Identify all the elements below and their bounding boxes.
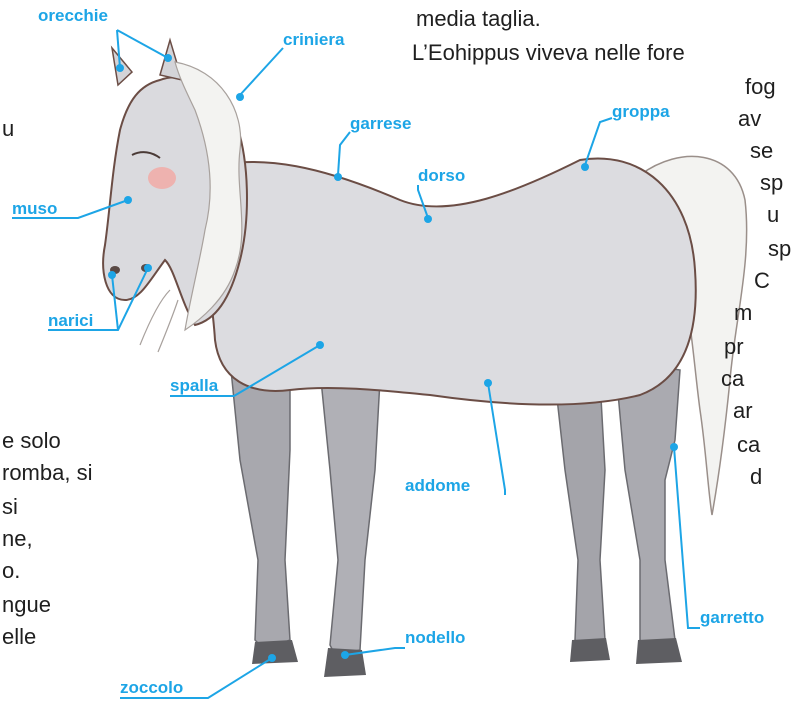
label-muso: muso xyxy=(12,199,57,219)
text-left-bottom-6: ngue xyxy=(2,592,51,618)
front-leg-near xyxy=(320,370,380,655)
text-left-bottom-7: elle xyxy=(2,624,36,650)
text-right-10: ca xyxy=(721,366,744,392)
label-garrese: garrese xyxy=(350,114,411,134)
text-right-2: av xyxy=(738,106,761,132)
text-right-4: sp xyxy=(760,170,783,196)
text-left-top: u xyxy=(2,116,14,142)
text-left-bottom-3: si xyxy=(2,494,18,520)
text-right-3: se xyxy=(750,138,773,164)
back-leg-near xyxy=(615,360,680,650)
text-line-top-2: L’Eohippus viveva nelle fore xyxy=(412,40,685,66)
label-criniera: criniera xyxy=(283,30,344,50)
label-spalla: spalla xyxy=(170,376,218,396)
label-orecchie: orecchie xyxy=(38,6,108,26)
label-zoccolo: zoccolo xyxy=(120,678,183,698)
text-right-11: ar xyxy=(733,398,753,424)
text-right-5: u xyxy=(767,202,779,228)
text-right-7: C xyxy=(754,268,770,294)
back-leg-far xyxy=(555,380,605,650)
label-dorso: dorso xyxy=(418,166,465,186)
text-left-bottom-2: romba, si xyxy=(2,460,92,486)
label-garretto: garretto xyxy=(700,608,764,628)
front-leg-far xyxy=(230,360,290,650)
text-left-bottom-1: e solo xyxy=(2,428,61,454)
text-line-top-1: media taglia. xyxy=(416,6,541,32)
text-left-bottom-4: ne, xyxy=(2,526,33,552)
label-nodello: nodello xyxy=(405,628,465,648)
label-addome: addome xyxy=(405,476,470,496)
text-right-12: ca xyxy=(737,432,760,458)
text-right-9: pr xyxy=(724,334,744,360)
horse-body xyxy=(200,158,696,404)
text-right-13: d xyxy=(750,464,762,490)
text-right-1: fog xyxy=(745,74,776,100)
label-groppa: groppa xyxy=(612,102,670,122)
text-right-6: sp xyxy=(768,236,791,262)
text-right-8: m xyxy=(734,300,752,326)
text-left-bottom-5: o. xyxy=(2,558,20,584)
cheek xyxy=(148,167,176,189)
label-narici: narici xyxy=(48,311,93,331)
